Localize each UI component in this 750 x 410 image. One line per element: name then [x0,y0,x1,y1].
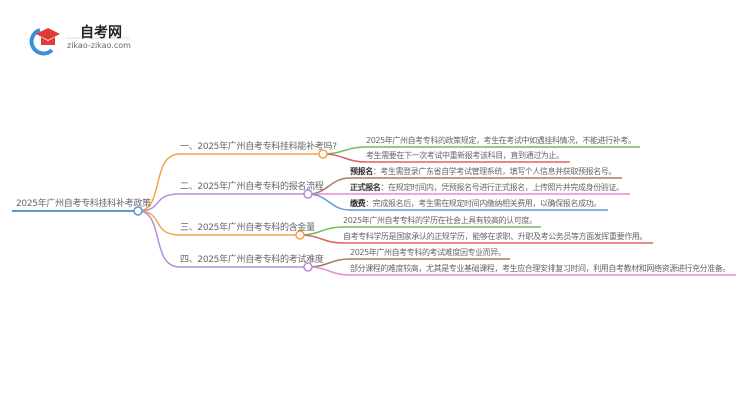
node-text: 2025年广州自考专科的政策规定，考生在考试中如遇挂科情况，不能进行补考。 [366,136,636,145]
branch-node-circle [318,149,328,159]
leaf-node: 缴费：完成报名后，考生需在规定时间内缴纳相关费用，以确保报名成功。 [350,198,601,209]
leaf-node: 2025年广州自考专科的学历在社会上具有较高的认可度。 [343,215,537,226]
node-text: 考生需要在下一次考试中重新报考该科目，直到通过为止。 [366,151,564,160]
node-text: 部分课程的难度较高，尤其是专业基础课程，考生应合理安排复习时间，利用自考教材和网… [350,264,730,273]
leaf-keyword: 预报名 [350,167,373,176]
logo-icon [29,28,60,56]
branch-node: 一、2025年广州自考专科挂科能补考吗? [180,142,337,153]
leaf-node: 正式报名：在规定时间内，凭预报名号进行正式报名，上传照片并完成身份验证。 [350,182,624,193]
branch-node: 二、2025年广州自考专科的报名流程 [180,182,324,193]
node-text: 三、2025年广州自考专科的含金量 [180,223,315,233]
branch-node: 四、2025年广州自考专科的考试难度 [180,255,324,266]
node-text: 二、2025年广州自考专科的报名流程 [180,182,324,192]
leaf-connector [322,153,570,163]
leaf-node: 考生需要在下一次考试中重新报考该科目，直到通过为止。 [366,150,564,161]
branch-connector [137,153,323,212]
root-node-circle [133,206,143,216]
branch-node-circle [303,189,313,199]
node-text: 自考专科学历是国家承认的正规学历，能够在求职、升职及考公务员等方面发挥重要作用。 [343,232,647,241]
leaf-connector [307,266,736,276]
node-text: 四、2025年广州自考专科的考试难度 [180,255,324,265]
leaf-node: 部分课程的难度较高，尤其是专业基础课程，考生应合理安排复习时间，利用自考教材和网… [350,263,730,274]
leaf-node: 2025年广州自考专科的政策规定，考生在考试中如遇挂科情况，不能进行补考。 [366,135,636,146]
node-text: ：完成报名后，考生需在规定时间内缴纳相关费用，以确保报名成功。 [365,199,601,208]
root-node: 2025年广州自考专科挂科补考政策 [16,199,151,210]
branch-node: 三、2025年广州自考专科的含金量 [180,223,315,234]
leaf-connector [307,193,608,211]
node-text: ：考生需登录广东省自学考试管理系统，填写个人信息并获取预报名号。 [372,167,617,176]
leaf-node: 预报名：考生需登录广东省自学考试管理系统，填写个人信息并获取预报名号。 [350,166,616,177]
node-text: 一、2025年广州自考专科挂科能补考吗? [180,142,337,152]
branch-node-circle [295,230,305,240]
leaf-keyword: 缴费 [350,199,366,208]
branch-connector [137,210,308,268]
branch-node-circle [303,262,313,272]
leaf-node: 2025年广州自考专科的考试难度因专业而异。 [350,247,506,258]
branch-connector [137,210,300,236]
node-text: ：在规定时间内，凭预报名号进行正式报名，上传照片并完成身份验证。 [380,183,624,192]
branch-connector [137,193,308,212]
leaf-node: 自考专科学历是国家承认的正规学历，能够在求职、升职及考公务员等方面发挥重要作用。 [343,231,647,242]
node-text: 2025年广州自考专科的学历在社会上具有较高的认可度。 [343,216,537,225]
logo-url: zikao-zikao.com [67,41,131,50]
leaf-keyword: 正式报名 [350,183,381,192]
node-text: 2025年广州自考专科的考试难度因专业而异。 [350,248,506,257]
logo-name: 自考网 [80,25,122,41]
leaf-connector [299,234,653,244]
node-text: 2025年广州自考专科挂科补考政策 [16,199,151,209]
